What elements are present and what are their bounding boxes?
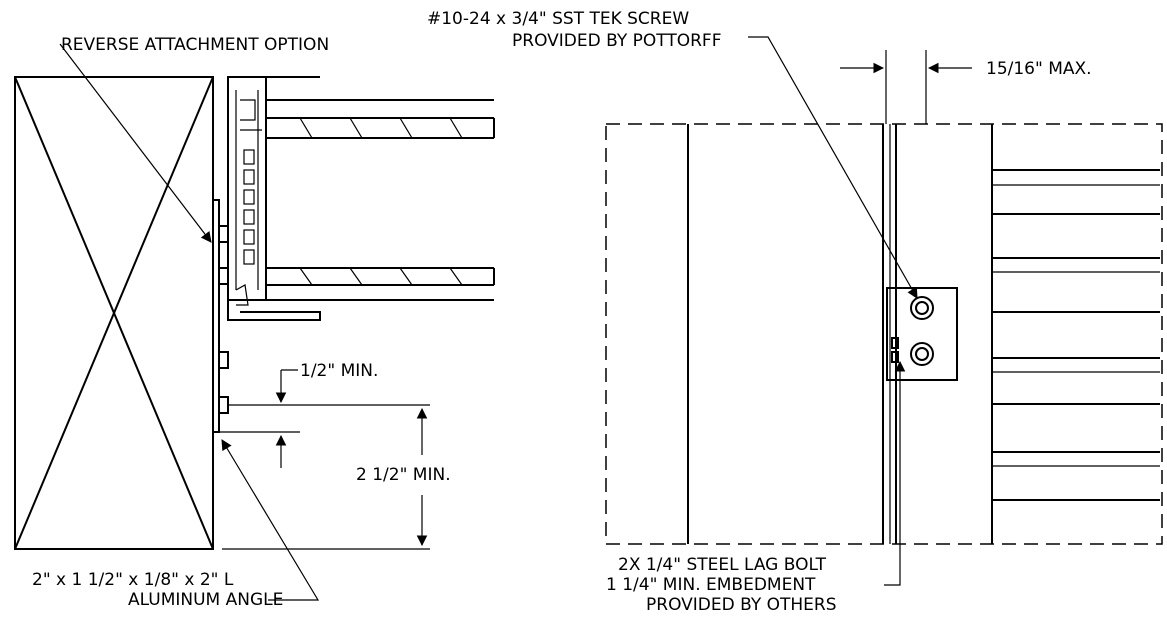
damper-frame-extrusion [227,76,321,321]
damper-blade-top [266,99,495,139]
aluminum-angle-label-line1: 2" x 1 1/2" x 1/8" x 2" L [32,570,234,590]
angle-plate [886,287,958,381]
tek-screw-bottom [910,342,934,366]
lag-bolt-label-line1: 2X 1/4" STEEL LAG BOLT [618,555,827,575]
tek-screw-top [910,296,934,320]
bolt-head [218,351,229,369]
wall-cross-line-2 [14,76,214,550]
blade-edges [992,169,1160,501]
bolt-head [218,267,229,285]
reverse-attachment-leader [59,43,212,243]
screw-label-line1: #10-24 x 3/4" SST TEK SCREW [427,9,689,29]
reverse-attachment-label: REVERSE ATTACHMENT OPTION [61,35,329,55]
half-min-label: 1/2" MIN. [300,361,378,381]
bolt-head [218,396,229,414]
screw-leader [748,36,918,299]
damper-blade-bottom [266,267,495,301]
two-half-min-label: 2 1/2" MIN. [356,465,451,485]
lag-bolt-leader [884,360,906,586]
right-elevation-view: 15/16" MAX. #10-24 x 3/4" SST TEK SCREW … [427,9,1163,615]
lag-bolt-label-line3: PROVIDED BY OTHERS [646,595,837,615]
angle-bolts [218,225,229,414]
aluminum-angle-leg [212,199,220,433]
lag-bolt-head [891,337,899,349]
bolt-head [218,225,229,243]
aluminum-angle-leader [221,439,320,601]
screw-label-line2: PROVIDED BY POTTORFF [512,31,722,51]
lag-bolt-label-line2: 1 1/4" MIN. EMBEDMENT [606,575,816,595]
left-side-view: REVERSE ATTACHMENT OPTION 1/2" MIN. 2 1/… [14,35,495,610]
aluminum-angle-label-line2: ALUMINUM ANGLE [128,590,283,610]
max-gap-label: 15/16" MAX. [986,59,1092,79]
